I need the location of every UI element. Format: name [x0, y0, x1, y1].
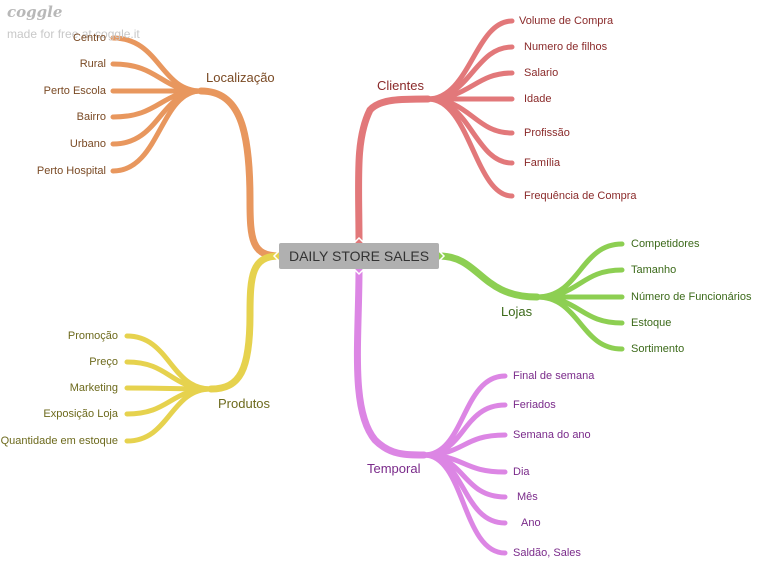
clientes-item[interactable]: Frequência de Compra: [524, 190, 637, 202]
lojas-item[interactable]: Tamanho: [631, 264, 677, 276]
temporal-item[interactable]: Feriados: [513, 399, 556, 411]
produtos-item[interactable]: Quantidade em estoque: [0, 435, 118, 447]
branch-temporal[interactable]: Temporal: [367, 461, 421, 476]
arrow-marker-icon: [354, 236, 364, 243]
temporal-item[interactable]: Mês: [517, 491, 538, 503]
arrow-marker-icon: [354, 269, 364, 276]
temporal-item[interactable]: Dia: [513, 466, 530, 478]
localizacao-item[interactable]: Perto Escola: [43, 85, 106, 97]
branch-localizacao[interactable]: Localização: [206, 70, 275, 85]
produtos-item[interactable]: Exposição Loja: [43, 408, 118, 420]
clientes-item[interactable]: Salario: [524, 67, 559, 79]
connector-line: [435, 252, 541, 301]
connector-line: [534, 294, 625, 352]
connector-line: [124, 386, 214, 444]
temporal-item[interactable]: Saldão, Sales: [513, 547, 581, 559]
clientes-item[interactable]: Numero de filhos: [524, 41, 608, 53]
localizacao-item[interactable]: Rural: [79, 58, 106, 70]
arrow-marker-icon: [439, 251, 446, 261]
temporal-item[interactable]: Semana do ano: [513, 429, 591, 441]
produtos-item[interactable]: Preço: [89, 356, 118, 368]
branch-lojas[interactable]: Lojas: [501, 304, 533, 319]
connector-line: [110, 88, 204, 174]
temporal-item[interactable]: Final de semana: [513, 370, 595, 382]
lojas-item[interactable]: Competidores: [631, 238, 700, 250]
branch-produtos[interactable]: Produtos: [218, 396, 271, 411]
localizacao-item[interactable]: Centro: [72, 32, 106, 44]
branch-clientes[interactable]: Clientes: [377, 78, 424, 93]
central-topic[interactable]: DAILY STORE SALES: [279, 243, 439, 269]
coggle-logo: coggle: [7, 3, 63, 21]
temporal-item[interactable]: Ano: [521, 517, 541, 529]
clientes-item[interactable]: Profissão: [524, 127, 570, 139]
localizacao-item[interactable]: Bairro: [76, 111, 106, 123]
connector-line: [355, 95, 432, 247]
connector-line: [207, 252, 283, 393]
connector-line: [421, 452, 508, 556]
connector-line: [197, 87, 283, 260]
connector-line: [421, 432, 508, 458]
lojas-item[interactable]: Número de Funcionários: [631, 291, 752, 303]
connector-line: [353, 265, 428, 459]
clientes-item[interactable]: Volume de Compra: [519, 15, 614, 27]
arrow-marker-icon: [272, 251, 279, 261]
localizacao-item[interactable]: Urbano: [69, 138, 106, 150]
clientes-item[interactable]: Idade: [524, 93, 552, 105]
localizacao-item[interactable]: Perto Hospital: [36, 165, 106, 177]
lojas-item[interactable]: Estoque: [631, 317, 672, 329]
clientes-item[interactable]: Família: [524, 157, 561, 169]
produtos-item[interactable]: Marketing: [69, 382, 118, 394]
produtos-item[interactable]: Promoção: [67, 330, 118, 342]
lojas-item[interactable]: Sortimento: [631, 343, 685, 355]
connector-line: [425, 96, 515, 199]
coggle-watermark-text: made for free at coggle.it: [7, 27, 140, 41]
